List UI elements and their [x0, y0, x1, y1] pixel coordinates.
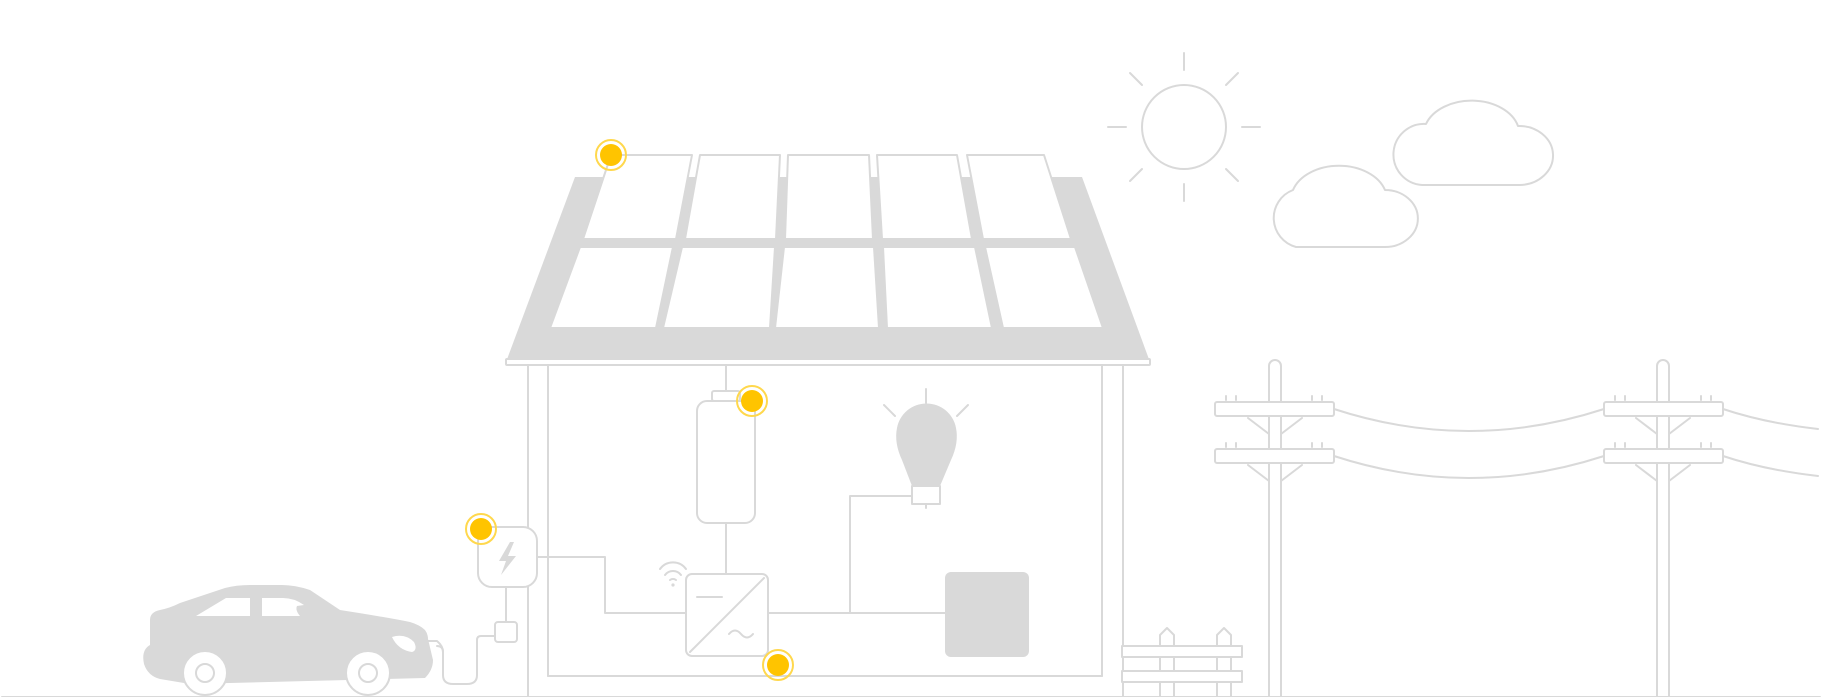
lightbulb-icon [883, 388, 969, 509]
inverter [685, 573, 769, 657]
power-lines [1333, 408, 1819, 479]
house-walls [527, 364, 1124, 697]
hotspot-dot-icon [470, 518, 492, 540]
hotspot-dot-icon [767, 654, 789, 676]
hotspot-inverter[interactable] [762, 649, 794, 681]
appliance-box [945, 572, 1029, 657]
cloud-icon [1272, 164, 1419, 248]
ev-charger [436, 526, 538, 685]
car-icon [143, 585, 444, 696]
wifi-icon [659, 561, 687, 587]
hotspot-dot-icon [741, 390, 763, 412]
sun-icon [1107, 52, 1261, 202]
hotspot-dot-icon [600, 144, 622, 166]
lightning-icon [499, 542, 516, 575]
cloud-icon [1392, 99, 1555, 186]
battery-icon [696, 364, 756, 524]
wiring [536, 495, 946, 614]
power-pole-icon [1214, 359, 1335, 697]
hotspot-ev-charger[interactable] [465, 513, 497, 545]
hotspot-battery[interactable] [736, 385, 768, 417]
hotspot-solar-panels[interactable] [595, 139, 627, 171]
fence-icon [1121, 627, 1243, 697]
power-pole-icon [1603, 359, 1724, 697]
solar-panel-icon [549, 154, 1104, 329]
